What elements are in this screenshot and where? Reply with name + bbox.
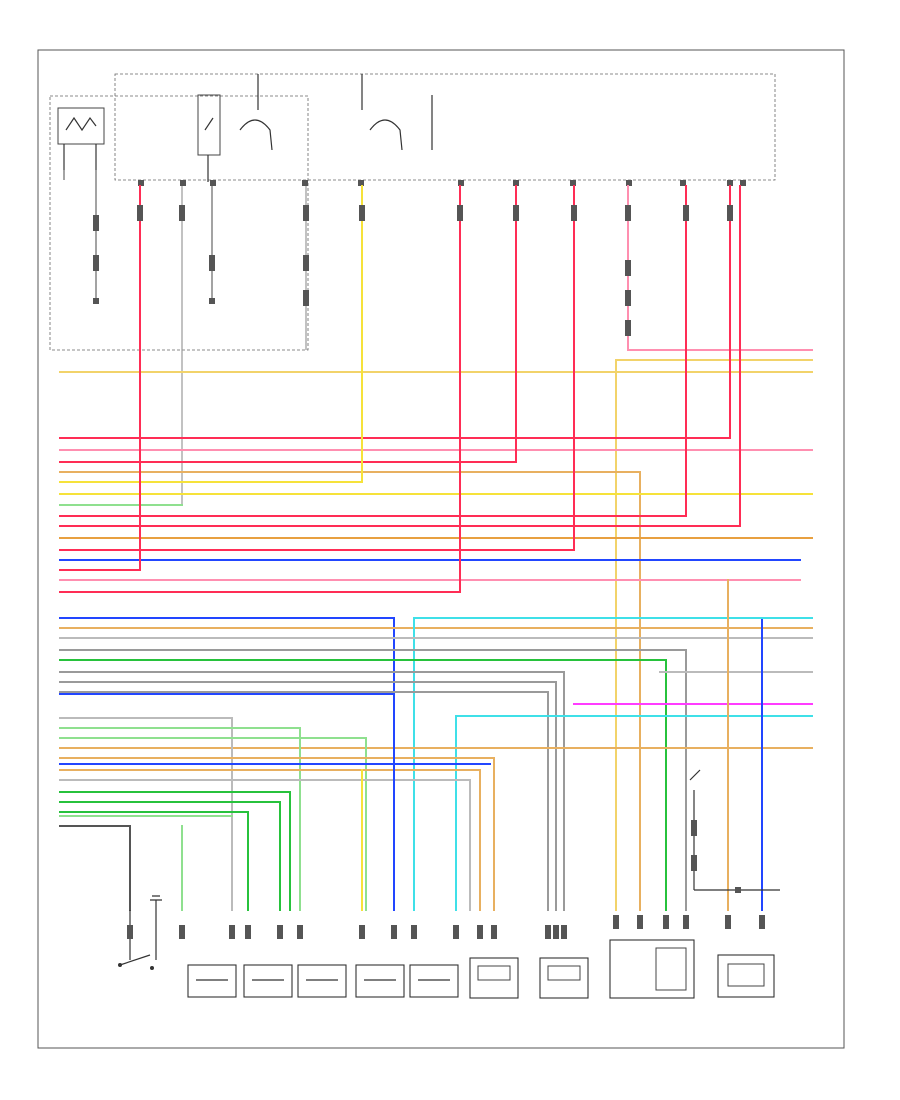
relay-3	[361, 74, 433, 151]
sensor-comp-1	[187, 964, 237, 998]
wire-red-h1	[59, 185, 731, 439]
wire-green-h1	[59, 659, 667, 911]
wire-tan-h5	[59, 769, 481, 911]
module-comp-2	[539, 957, 589, 999]
wire-gray-h6	[59, 691, 549, 911]
relay-1	[197, 94, 221, 182]
module-comp-1	[469, 957, 519, 999]
module-comp-4	[717, 954, 775, 998]
module-comp-3	[609, 939, 695, 999]
fuse-block	[114, 73, 776, 181]
wire-cyan-h2	[455, 715, 813, 911]
wire-tan-h4	[59, 757, 495, 911]
fuse-block-terminals	[138, 180, 746, 186]
wire-gray-h4	[59, 671, 565, 911]
wire-ltgreen-h3	[59, 737, 367, 911]
bottom-switch	[118, 895, 162, 970]
wire-red-h7	[59, 185, 461, 593]
wire-yellow-h1	[59, 185, 363, 483]
sensor-comp-5	[409, 964, 459, 998]
sensor-comp-4	[355, 964, 405, 998]
wire-gray-h2	[59, 649, 687, 911]
wire-green-h3	[59, 801, 281, 911]
wire-red-h2	[59, 185, 517, 463]
ground-enclosure	[49, 95, 309, 351]
wire-green-h2	[59, 791, 291, 911]
wire-red-h3	[59, 185, 687, 517]
ground-terminal-a	[93, 298, 99, 304]
inline-connectors	[93, 205, 733, 871]
right-switch-assembly	[689, 769, 780, 893]
wire-pink-top	[627, 185, 813, 351]
top-left-sensor	[57, 107, 105, 170]
sensor-comp-3	[297, 964, 347, 998]
wire-red-h4	[59, 185, 741, 527]
wire-gray-h7	[59, 717, 233, 911]
wire-gray-h8	[59, 779, 471, 911]
wire-red-h5	[59, 185, 575, 551]
wire-gray-h5	[59, 681, 557, 911]
wire-green-h4	[59, 811, 249, 911]
diagram-frame	[37, 49, 845, 1049]
wire-dark-h1	[59, 825, 131, 911]
wire-red-h6	[59, 437, 141, 571]
wire-tan-h1	[59, 471, 641, 911]
wire-ltgreen-h2	[59, 727, 301, 911]
sensor-comp-2	[243, 964, 293, 998]
ground-terminal-b	[209, 298, 215, 304]
bottom-terminals	[127, 915, 765, 939]
relay-2	[239, 74, 273, 151]
wire-cyan-h1	[413, 617, 813, 911]
